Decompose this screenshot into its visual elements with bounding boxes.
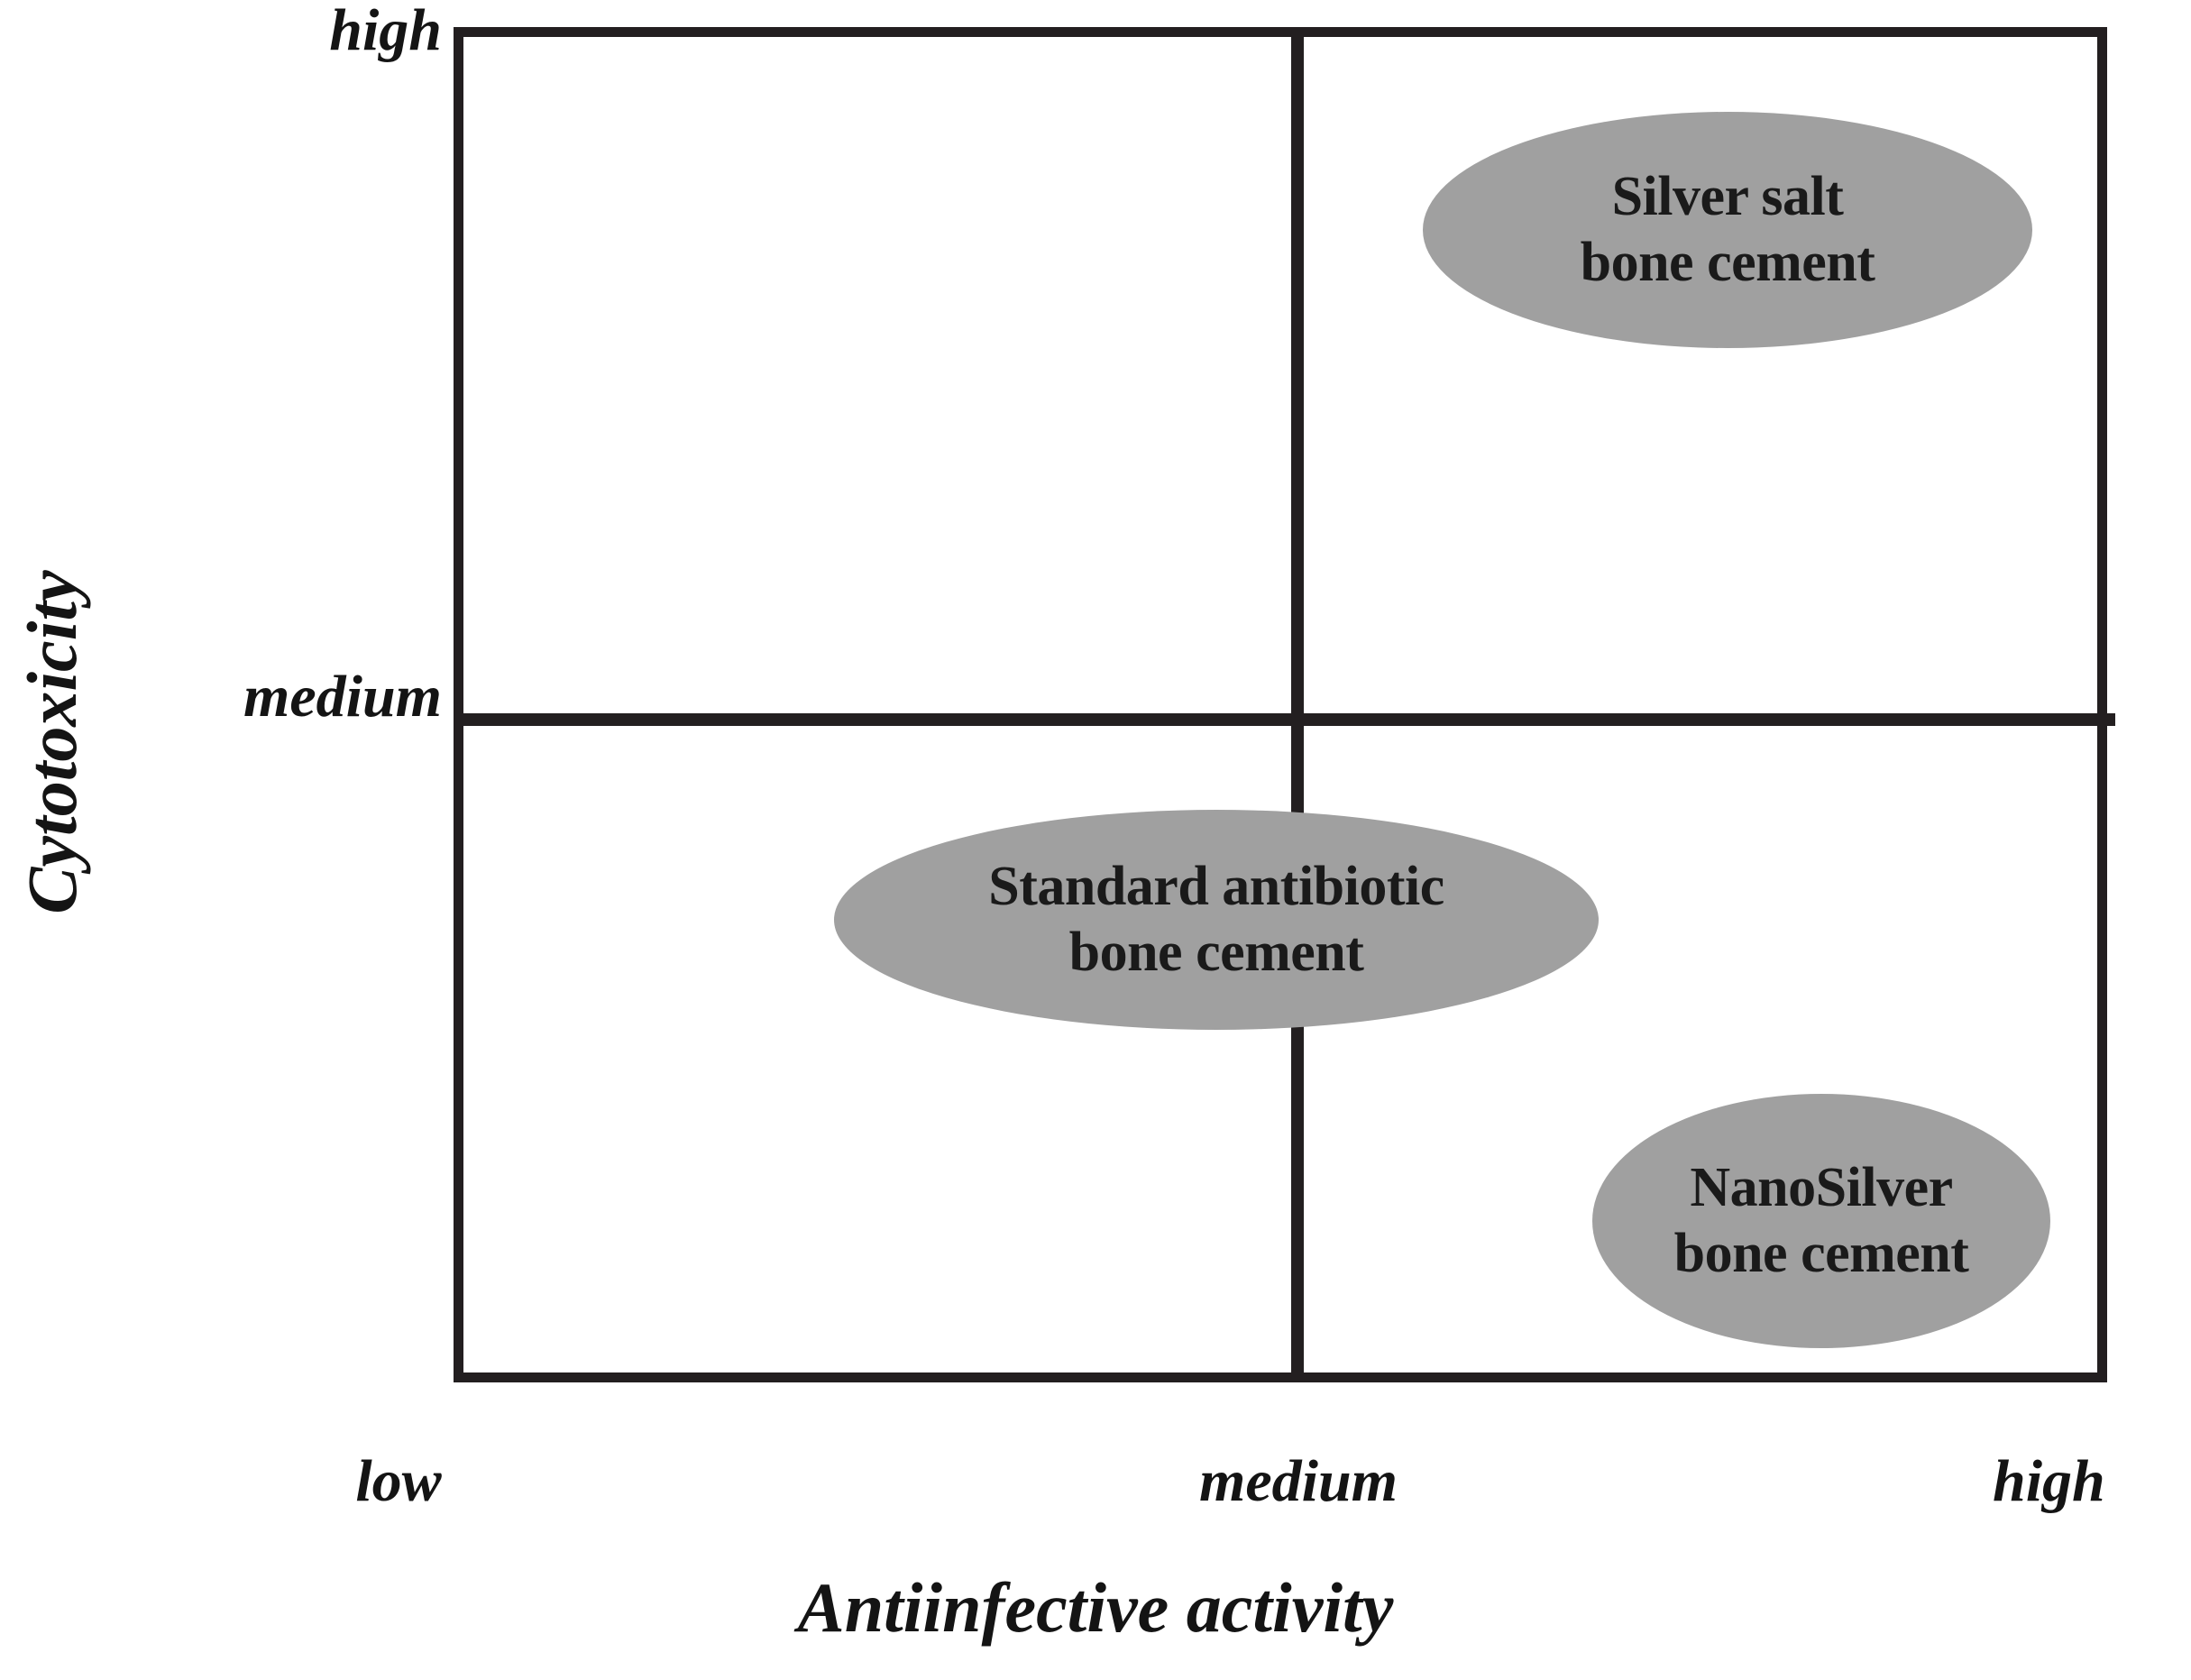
bubble-label-line1: Standard antibiotic: [988, 855, 1444, 917]
bubble-label-line2: bone cement: [1068, 922, 1364, 983]
bubble-silver-salt-bone-cement[interactable]: Silver salt bone cement: [1423, 112, 2032, 348]
y-axis-tick-high: high: [329, 0, 442, 63]
bubble-label-line2: bone cement: [1580, 232, 1875, 293]
x-axis-tick-low: low: [355, 1448, 442, 1514]
bubble-standard-antibiotic-bone-cement[interactable]: Standard antibiotic bone cement: [834, 810, 1599, 1030]
bubble-nanosilver-bone-cement[interactable]: NanoSilver bone cement: [1592, 1094, 2050, 1348]
x-axis-tick-high: high: [1993, 1448, 2105, 1514]
bubble-label-line1: Silver salt: [1611, 165, 1844, 227]
x-axis-title: Antiinfective activity: [797, 1568, 1394, 1647]
x-axis-tick-medium: medium: [1198, 1448, 1398, 1514]
y-axis-title: Cytotoxicity: [13, 570, 91, 914]
quadrant-divider-horizontal: [454, 713, 2115, 726]
y-axis-tick-medium: medium: [243, 664, 442, 730]
quadrant-divider-vertical: [1291, 27, 1304, 1382]
bubble-label-line1: NanoSilver: [1690, 1156, 1953, 1218]
bubble-label-line2: bone cement: [1673, 1223, 1969, 1284]
